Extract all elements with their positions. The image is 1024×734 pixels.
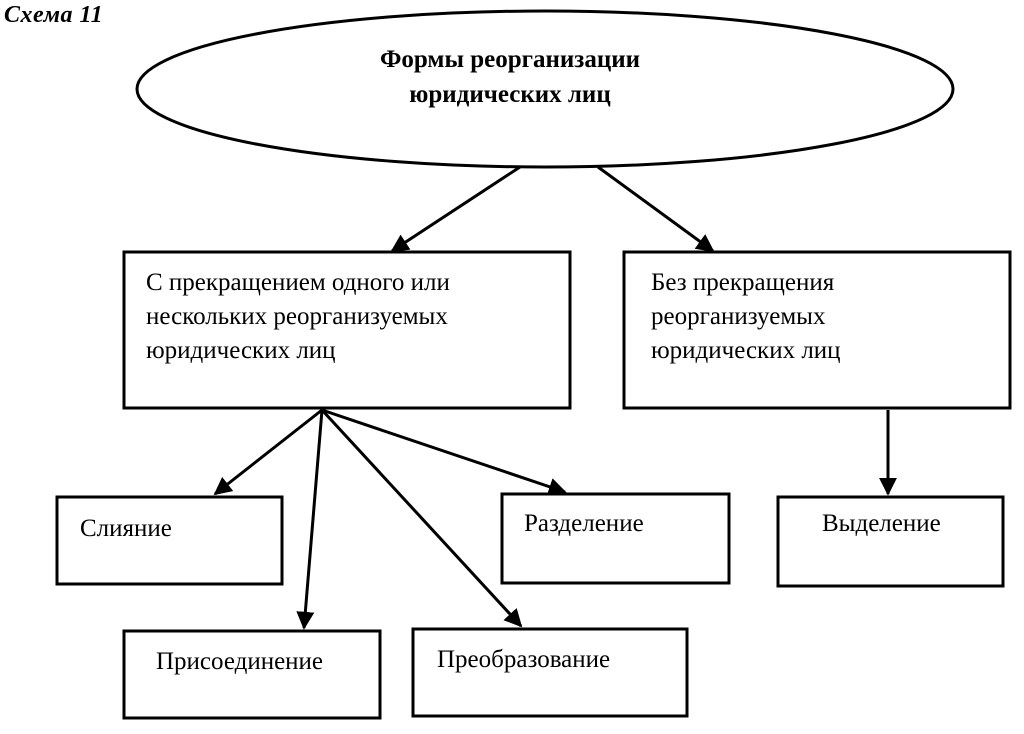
leaf-merger-label: Слияние xyxy=(80,515,172,542)
leaf-division-label: Разделение xyxy=(524,510,644,537)
arrow-root-to-right xyxy=(597,165,715,253)
branch-right-line: юридических лиц xyxy=(651,337,841,364)
branch-right-box xyxy=(622,250,1012,410)
root-title-line: юридических лиц xyxy=(409,81,611,108)
leaf-transformation-box xyxy=(411,627,689,718)
root-title-line: Формы реорганизации xyxy=(379,46,641,73)
root-title: Формы реорганизации юридических лиц xyxy=(330,42,690,112)
leaf-accession-box xyxy=(122,629,382,720)
branch-right-line: реорганизуемых xyxy=(651,303,826,330)
leaf-division-box xyxy=(500,492,731,585)
leaf-merger-box xyxy=(55,495,284,586)
arrow-left-to-merger xyxy=(213,408,323,496)
branch-left-line: юридических лиц xyxy=(146,337,336,364)
branch-right-text: Без прекращения реорганизуемых юридическ… xyxy=(651,266,841,368)
scheme-label: Схема 11 xyxy=(4,2,104,28)
arrow-left-to-division xyxy=(321,408,567,496)
root-ellipse xyxy=(135,9,955,169)
arrow-left-to-transformation xyxy=(320,408,523,628)
leaf-transformation-label: Преобразование xyxy=(437,646,611,673)
branch-right-line: Без прекращения xyxy=(651,269,835,296)
leaf-separation-label: Выделение xyxy=(822,510,941,537)
arrow-left-to-accession xyxy=(296,409,324,630)
branch-left-text: С прекращением одного или нескольких рео… xyxy=(146,266,450,368)
arrow-root-to-left xyxy=(390,165,521,253)
branch-left-box xyxy=(122,250,572,410)
leaf-separation-box xyxy=(776,495,1005,588)
branch-left-line: нескольких реорганизуемых xyxy=(146,303,448,330)
branch-left-line: С прекращением одного или xyxy=(146,269,450,296)
leaf-accession-label: Присоединение xyxy=(156,648,324,675)
